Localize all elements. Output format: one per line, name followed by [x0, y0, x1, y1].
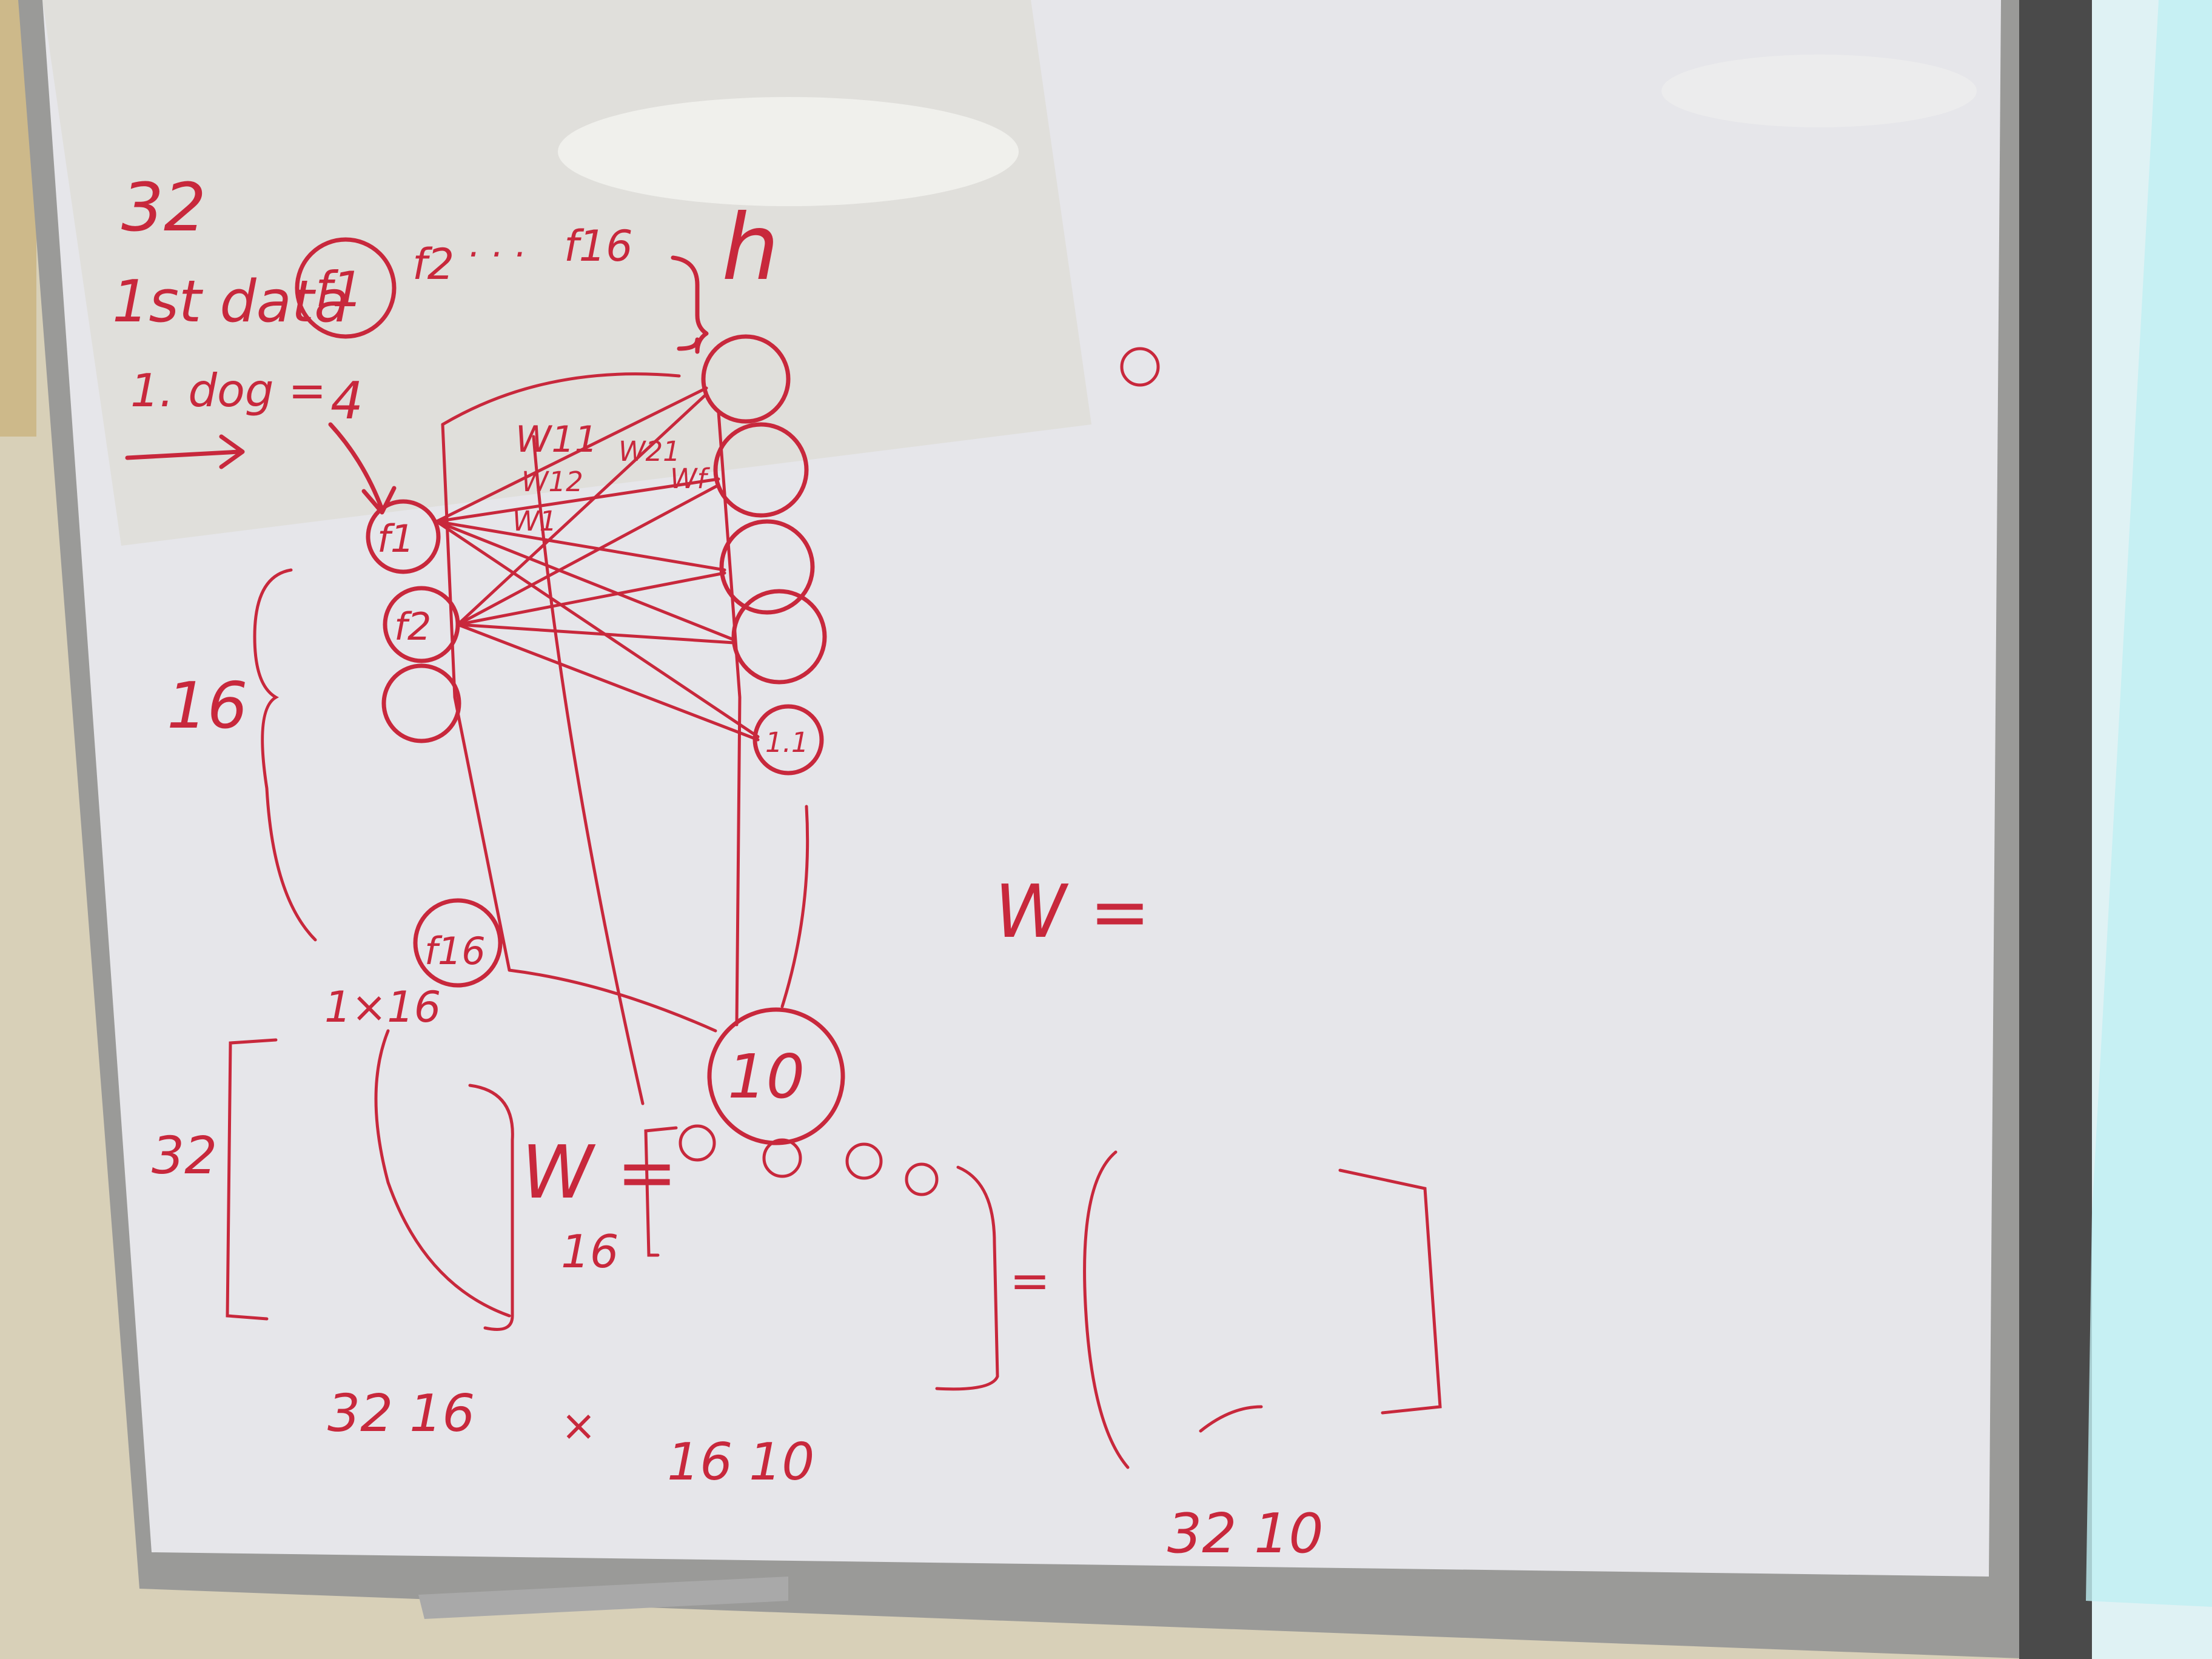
w-matrix-entry — [845, 1142, 883, 1180]
first-data-label: 1st data — [112, 269, 349, 335]
w-matrix-entry — [762, 1138, 802, 1178]
glare — [558, 97, 1019, 206]
weight-label: W12 — [521, 466, 583, 498]
result-shape: 32 10 — [1167, 1502, 1324, 1566]
dog-label-value: 4 — [330, 371, 363, 431]
input-node — [413, 898, 503, 988]
dog-label: 1. dog = — [130, 364, 326, 417]
output-node — [701, 334, 791, 424]
w-right-label: W = — [994, 870, 1150, 954]
input-node-label: f16 — [424, 929, 486, 973]
input-brace — [253, 568, 317, 942]
feature-f1-label: f1 — [315, 261, 363, 318]
w-matrix-bracket-close — [935, 1165, 999, 1391]
lhs-shape: 32 16 — [327, 1384, 475, 1444]
weight-label: W11 — [515, 418, 598, 461]
w-matrix-rows: 16 — [561, 1225, 618, 1278]
result-mark — [1199, 1405, 1263, 1433]
w-matrix-entry — [905, 1162, 939, 1196]
brace-right — [671, 255, 709, 354]
connections — [435, 372, 809, 1105]
w-matrix-entry — [679, 1124, 716, 1162]
output-node-label: 1.1 — [765, 726, 809, 759]
marker-tray — [418, 1577, 788, 1619]
f1-highlight-circle — [295, 237, 397, 339]
h-label: h — [722, 195, 779, 301]
screen-glow — [2086, 0, 2212, 1607]
glare-2 — [1661, 55, 1977, 127]
times-sign: × — [561, 1401, 597, 1450]
input-node — [366, 499, 441, 574]
rhs-shape: 16 10 — [667, 1432, 814, 1492]
weight-label: Wf — [670, 463, 710, 495]
weight-label: W21 — [618, 435, 680, 468]
input-node-label: f1 — [377, 517, 414, 561]
right-post — [2019, 0, 2092, 1659]
w-matrix-bracket — [644, 1126, 678, 1257]
arrow-down-to-f1 — [328, 422, 397, 515]
result-bracket-close — [1338, 1168, 1442, 1415]
left-matrix-bracket-open — [226, 1038, 278, 1321]
output-node — [707, 1007, 845, 1145]
input-node-label: f2 — [394, 605, 431, 649]
feature-f2-label: f2 — [412, 240, 454, 289]
feature-f16-label: f16 — [564, 221, 633, 271]
count-32-top: 32 — [121, 169, 206, 246]
arrow-left — [125, 434, 245, 469]
left-matrix-bracket-close — [468, 1084, 514, 1331]
matrix-rows-32: 32 — [152, 1126, 217, 1186]
output-node — [731, 589, 827, 685]
small-circle-mark — [1120, 347, 1160, 387]
left-matrix-brace — [374, 1029, 511, 1318]
w-equals-label: W = — [521, 1131, 677, 1215]
input-count-16: 16 — [167, 669, 248, 743]
output-count-10: 10 — [728, 1041, 805, 1112]
weight-label: W1 — [512, 505, 557, 537]
input-node — [381, 663, 461, 743]
equals-sign: = — [1010, 1253, 1050, 1309]
output-node — [719, 519, 815, 615]
left-matrix-cols: 1×16 — [324, 982, 441, 1032]
result-bracket-open — [1083, 1150, 1130, 1469]
output-node — [713, 422, 809, 518]
feature-dots: · · · — [467, 233, 525, 276]
